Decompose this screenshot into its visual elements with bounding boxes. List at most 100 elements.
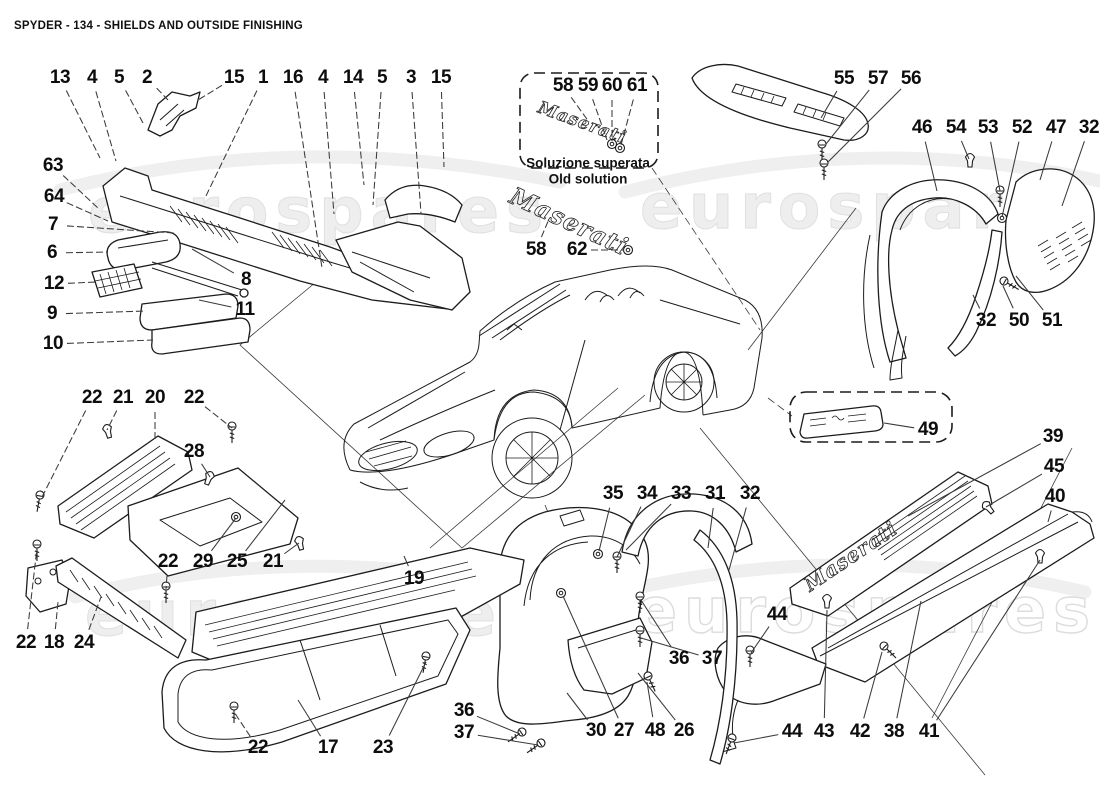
callout-4: 4 — [86, 67, 98, 88]
callout-27: 27 — [613, 720, 635, 741]
callout-39: 39 — [1042, 426, 1064, 447]
callout-15: 15 — [430, 67, 452, 88]
floor-shield-group — [25, 421, 525, 753]
cowl-bracket — [147, 91, 201, 137]
callout-47: 47 — [1045, 117, 1067, 138]
callout-4: 4 — [317, 67, 329, 88]
callout-3: 3 — [405, 67, 417, 88]
front-arch-ring — [621, 493, 753, 557]
callout-22: 22 — [157, 551, 179, 572]
callout-59: 59 — [577, 75, 599, 96]
page-title: SPYDER - 134 - SHIELDS AND OUTSIDE FINIS… — [14, 20, 303, 32]
callout-8: 8 — [240, 269, 252, 290]
callout-53: 53 — [977, 117, 999, 138]
callout-9: 9 — [46, 303, 58, 324]
callout-5: 5 — [113, 67, 125, 88]
callout-6: 6 — [46, 242, 58, 263]
callout-50: 50 — [1008, 310, 1030, 331]
plate-49-box — [789, 391, 953, 443]
callout-63: 63 — [42, 155, 64, 176]
callout-58: 58 — [525, 239, 547, 260]
callout-46: 46 — [911, 117, 933, 138]
callout-58: 58 — [552, 75, 574, 96]
front-wheelarch-group — [497, 493, 753, 765]
callout-44: 44 — [766, 604, 788, 625]
sill-group: Maserati — [714, 471, 1095, 756]
old-solution-note-english: Old solution — [548, 171, 628, 187]
nut-icon — [622, 244, 634, 256]
clip-icon — [101, 422, 115, 440]
rear-trim-panel — [691, 63, 869, 181]
callout-14: 14 — [342, 67, 364, 88]
floor-shield-25 — [127, 467, 299, 577]
screw-icon — [524, 736, 548, 757]
nut-icon — [230, 511, 242, 523]
linkage-end — [239, 288, 249, 298]
callout-42: 42 — [849, 721, 871, 742]
callout-32: 32 — [975, 310, 997, 331]
callout-28: 28 — [183, 441, 205, 462]
rear-quarter-shield — [1004, 168, 1095, 293]
callout-32: 32 — [739, 483, 761, 504]
callout-22: 22 — [247, 737, 269, 758]
callout-38: 38 — [883, 721, 905, 742]
callout-22: 22 — [81, 387, 103, 408]
screw-icon — [32, 539, 42, 562]
callout-21: 21 — [112, 387, 134, 408]
callout-18: 18 — [43, 632, 65, 653]
callout-29: 29 — [192, 551, 214, 572]
id-plate — [799, 405, 884, 439]
callout-64: 64 — [43, 186, 65, 207]
callout-54: 54 — [945, 117, 967, 138]
floor-plate-20 — [57, 435, 193, 539]
callout-34: 34 — [636, 483, 658, 504]
callout-37: 37 — [701, 648, 723, 669]
underbody-tray-17 — [161, 607, 471, 753]
callout-1: 1 — [257, 67, 269, 88]
callout-56: 56 — [900, 68, 922, 89]
callout-15: 15 — [223, 67, 245, 88]
callout-25: 25 — [226, 551, 248, 572]
callout-17: 17 — [317, 737, 339, 758]
callout-24: 24 — [73, 632, 95, 653]
callout-11: 11 — [235, 299, 255, 320]
tread-plate-19 — [191, 547, 525, 673]
callout-16: 16 — [282, 67, 304, 88]
rear-arch-liner — [877, 179, 999, 363]
nut-icon — [555, 587, 567, 599]
callout-22: 22 — [15, 632, 37, 653]
callout-30: 30 — [585, 720, 607, 741]
callout-22: 22 — [183, 387, 205, 408]
callout-5: 5 — [376, 67, 388, 88]
air-deflector — [384, 184, 463, 223]
callout-13: 13 — [49, 67, 71, 88]
callout-26: 26 — [673, 720, 695, 741]
callout-40: 40 — [1044, 486, 1066, 507]
mud-guard — [567, 617, 653, 695]
old-solution-note-italian: Soluzione superata — [526, 155, 650, 171]
nut-icon — [592, 548, 604, 560]
callout-2: 2 — [141, 67, 153, 88]
callout-33: 33 — [670, 483, 692, 504]
callout-36: 36 — [453, 700, 475, 721]
front-arch-trim-strip — [693, 529, 738, 765]
callout-20: 20 — [144, 387, 166, 408]
callout-51: 51 — [1041, 310, 1063, 331]
callout-41: 41 — [918, 721, 940, 742]
pad-lower — [151, 317, 251, 355]
callout-49: 49 — [917, 419, 939, 440]
nut-icon — [614, 142, 626, 154]
callout-45: 45 — [1043, 456, 1065, 477]
callout-36: 36 — [668, 648, 690, 669]
rocker-end-piece — [714, 635, 827, 705]
side-bar-24 — [55, 557, 187, 659]
rear-wheelarch-group — [863, 152, 1095, 381]
callout-52: 52 — [1011, 117, 1033, 138]
car-illustration — [343, 265, 763, 499]
callout-31: 31 — [704, 483, 726, 504]
callout-60: 60 — [601, 75, 623, 96]
callout-62: 62 — [566, 239, 588, 260]
callout-23: 23 — [372, 737, 394, 758]
